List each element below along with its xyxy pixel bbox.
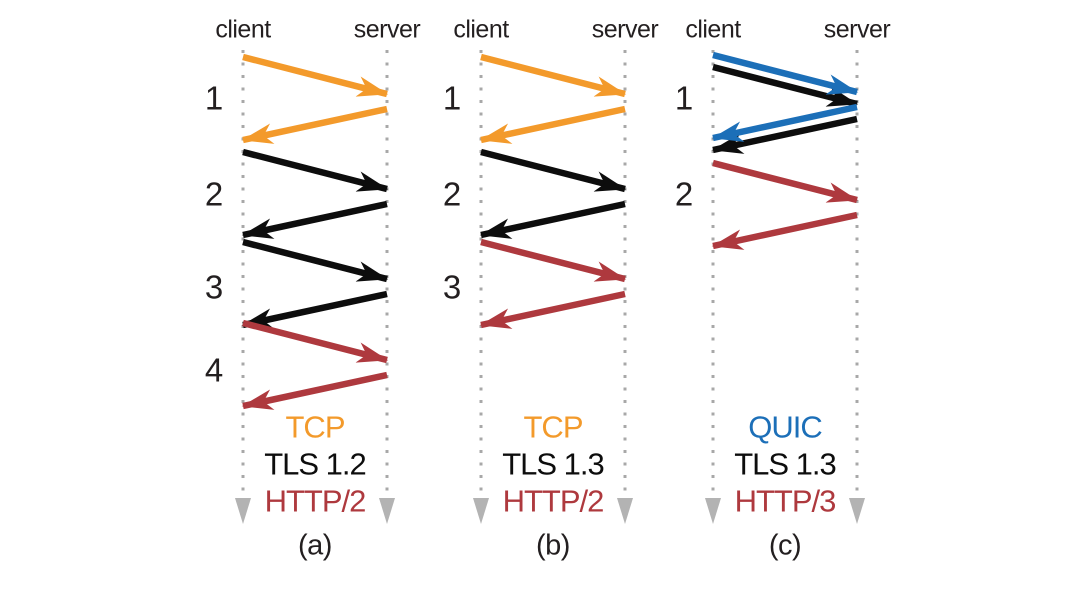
timeline-arrowhead-icon (379, 498, 395, 524)
arrow-tls-request (480, 148, 627, 193)
arrow-tcp-request (480, 53, 627, 98)
arrow-http-response (711, 211, 858, 250)
arrow-tls-request (242, 238, 389, 283)
arrow-http-request (242, 319, 389, 364)
arrow-tls-response (479, 200, 626, 239)
timeline-arrowhead-icon (705, 498, 721, 524)
arrow-quic-response (711, 103, 858, 142)
arrow-tcp-request (242, 53, 389, 98)
arrow-http-request (712, 159, 859, 204)
arrow-tls-response (711, 115, 858, 154)
arrow-quic-request (712, 51, 859, 96)
arrow-tls-request (712, 63, 859, 108)
timeline-arrowhead-icon (473, 498, 489, 524)
arrow-tcp-response (241, 105, 388, 144)
arrow-tls-response (241, 200, 388, 239)
arrow-tls-request (242, 148, 389, 193)
timeline-arrowhead-icon (849, 498, 865, 524)
arrow-tls-response (241, 290, 388, 329)
arrow-http-response (479, 290, 626, 329)
arrow-tcp-response (479, 105, 626, 144)
timeline-arrowhead-icon (617, 498, 633, 524)
arrow-http-response (241, 371, 388, 410)
arrow-http-request (480, 238, 627, 283)
timeline-arrowhead-icon (235, 498, 251, 524)
